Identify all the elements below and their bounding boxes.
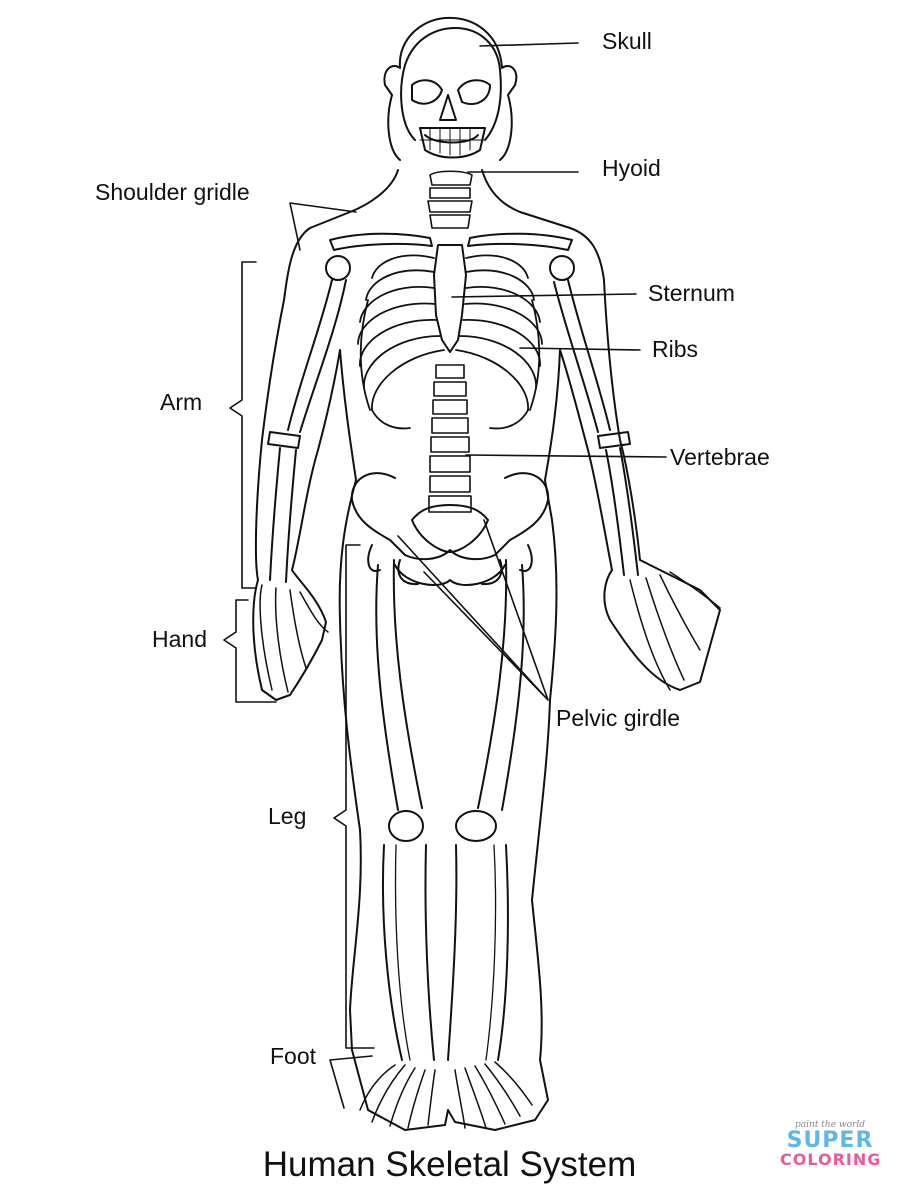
label-hand: Hand	[152, 626, 207, 652]
watermark-word-super: SUPER	[786, 1128, 874, 1153]
right-arm-bones	[549, 255, 721, 691]
label-foot: Foot	[270, 1043, 317, 1069]
label-ribs: Ribs	[652, 336, 699, 362]
label-leaders	[223, 42, 667, 1109]
label-leg: Leg	[268, 803, 307, 829]
pelvis	[350, 472, 550, 586]
skull	[400, 27, 502, 159]
watermark-word-coloring: COLORING	[780, 1150, 882, 1169]
clavicles	[329, 232, 573, 251]
watermark-logo: paint the world SUPER COLORING	[780, 1120, 880, 1168]
feet	[359, 1061, 533, 1129]
diagram-title: Human Skeletal System	[262, 1145, 637, 1184]
label-arm: Arm	[160, 389, 203, 415]
label-vertebrae: Vertebrae	[670, 444, 770, 470]
label-shoulder-girdle: Shoulder gridle	[95, 179, 250, 205]
spine	[428, 364, 472, 513]
head-outline	[383, 16, 518, 161]
label-skull: Skull	[602, 28, 652, 54]
sternum	[433, 244, 467, 353]
watermark-tagline: paint the world	[795, 1120, 865, 1130]
left-leg-bones	[367, 544, 435, 1061]
left-arm-bones	[259, 255, 351, 693]
label-sternum: Sternum	[648, 280, 735, 306]
cervical-vertebrae	[427, 170, 473, 229]
body-outline	[252, 169, 721, 1131]
rib-cage	[357, 254, 543, 430]
label-hyoid: Hyoid	[602, 155, 661, 181]
right-leg-bones	[447, 544, 533, 1061]
label-pelvic-girdle: Pelvic girdle	[556, 705, 680, 731]
